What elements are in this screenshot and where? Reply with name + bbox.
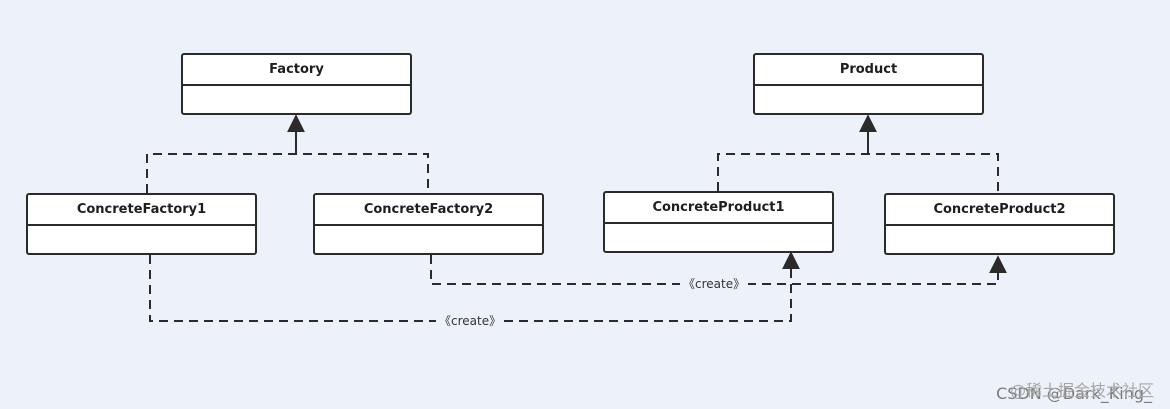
class-box-concrete-factory2[interactable]: ConcreteFactory2 <box>313 193 544 255</box>
create-label-factory1-product1: 《create》 <box>436 314 505 328</box>
watermark-csdn: CSDN @Dark_King_ <box>996 384 1152 403</box>
class-box-concrete-product1[interactable]: ConcreteProduct1 <box>603 191 834 253</box>
class-name-concrete-product2: ConcreteProduct2 <box>886 195 1113 226</box>
create-label-factory2-product2: 《create》 <box>680 277 749 291</box>
create-connector-factory1-product1 <box>149 251 800 322</box>
class-name-factory: Factory <box>183 55 410 86</box>
realization-product-connector <box>717 153 999 193</box>
class-name-concrete-factory2: ConcreteFactory2 <box>315 195 542 226</box>
watermark-juejin: @稀土掘金技术社区 <box>1009 381 1154 400</box>
class-name-product: Product <box>755 55 982 86</box>
class-box-concrete-product2[interactable]: ConcreteProduct2 <box>884 193 1115 255</box>
class-name-concrete-factory1: ConcreteFactory1 <box>28 195 255 226</box>
class-box-concrete-factory1[interactable]: ConcreteFactory1 <box>26 193 257 255</box>
class-box-factory[interactable]: Factory <box>181 53 412 115</box>
class-box-product[interactable]: Product <box>753 53 984 115</box>
class-name-concrete-product1: ConcreteProduct1 <box>605 193 832 224</box>
realization-factory-connector <box>146 153 429 193</box>
